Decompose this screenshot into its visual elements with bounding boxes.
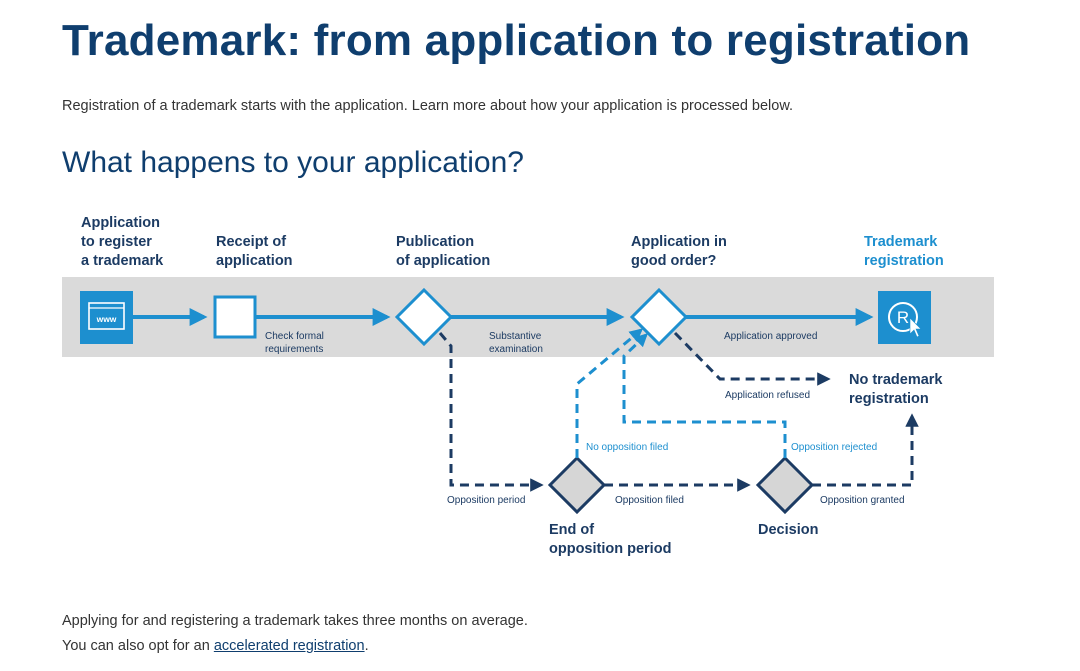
step-label-end-opposition: End of opposition period [549, 522, 671, 557]
arrow-opposition-period [438, 332, 544, 492]
accelerated-registration-link[interactable]: accelerated registration [213, 638, 365, 654]
edge-label-refused: Application refused [725, 390, 810, 401]
www-browser-icon: www [80, 291, 133, 344]
process-flow-diagram: Application to register a trademark Rece… [62, 215, 994, 557]
svg-text:www: www [96, 314, 117, 324]
publication-diamond [394, 287, 454, 347]
step-label-decision: Decision [758, 522, 818, 538]
arrow-refused [673, 331, 831, 386]
step-label-receipt: Receipt of application [216, 234, 293, 269]
edge-label-opposition-filed: Opposition filed [615, 495, 684, 506]
receipt-node [213, 295, 257, 339]
edge-label-approved: Application approved [724, 331, 817, 342]
end-opposition-diamond [547, 455, 607, 515]
step-label-application: Application to register a trademark [81, 215, 164, 269]
arrow-opposition-rejected [622, 333, 787, 458]
section-heading: What happens to your application? [62, 146, 524, 179]
registered-trademark-icon: R [878, 291, 931, 344]
duration-note: Applying for and registering a trademark… [62, 613, 528, 629]
step-label-no-registration: No trademark registration [849, 372, 947, 407]
edge-label-check-formal: Check formal requirements [265, 331, 327, 355]
step-label-registration: Trademark registration [864, 234, 944, 269]
accelerated-note-suffix: . [364, 638, 369, 654]
step-label-publication: Publication of application [396, 234, 490, 269]
edge-label-opposition-granted: Opposition granted [820, 495, 905, 506]
edge-label-opposition-period: Opposition period [447, 495, 525, 506]
edge-label-opposition-rejected: Opposition rejected [791, 442, 877, 453]
svg-text:R: R [897, 308, 909, 327]
step-label-good-order: Application in good order? [631, 234, 731, 269]
accelerated-note: You can also opt for an accelerated regi… [62, 638, 369, 654]
accelerated-note-prefix: You can also opt for an [62, 638, 214, 654]
intro-text: Registration of a trademark starts with … [62, 98, 794, 114]
arrow-opposition-granted [812, 413, 919, 487]
edge-label-substantive: Substantive examination [489, 331, 544, 355]
edge-label-no-opposition: No opposition filed [586, 442, 668, 453]
good-order-diamond [629, 287, 689, 347]
page-title: Trademark: from application to registrat… [62, 16, 971, 65]
decision-diamond [755, 455, 815, 515]
